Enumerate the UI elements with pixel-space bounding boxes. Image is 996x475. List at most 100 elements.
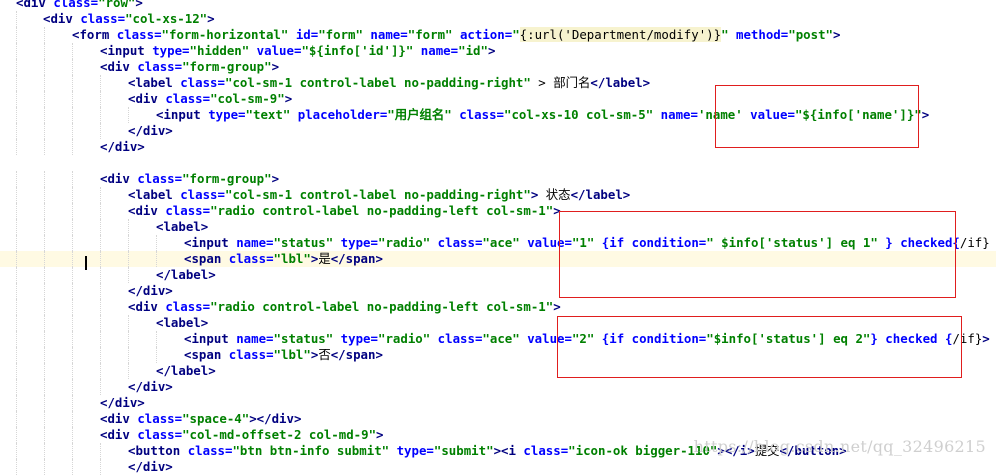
indent-guide bbox=[72, 187, 73, 203]
code-line[interactable]: </label> bbox=[0, 267, 996, 283]
indent-guide bbox=[16, 43, 17, 59]
code-line[interactable]: </div> bbox=[0, 123, 996, 139]
code-token: class= bbox=[523, 443, 569, 458]
code-token: class= bbox=[180, 75, 225, 90]
code-token: } checked{ bbox=[877, 235, 960, 250]
indent-guide bbox=[100, 123, 101, 139]
indent-guide bbox=[44, 443, 45, 459]
indent-guide bbox=[16, 331, 17, 347]
indent-guide bbox=[128, 235, 129, 251]
code-line[interactable]: <div class="col-sm-9"> bbox=[0, 91, 996, 107]
code-token: class= bbox=[53, 0, 99, 10]
indent-guide bbox=[100, 331, 101, 347]
code-token: <label bbox=[128, 187, 181, 202]
code-token: </label> bbox=[590, 75, 651, 90]
code-line[interactable] bbox=[0, 155, 996, 171]
code-line[interactable]: </div> bbox=[0, 459, 996, 475]
code-token: {if condition= bbox=[594, 331, 707, 346]
indent-guide bbox=[44, 235, 45, 251]
indent-guide bbox=[44, 379, 45, 395]
indent-guide bbox=[44, 107, 45, 123]
code-line[interactable]: <form class="form-horizontal" id="form" … bbox=[0, 27, 996, 43]
code-token: "icon-ok bigger-110" bbox=[568, 443, 718, 458]
code-line[interactable]: </div> bbox=[0, 395, 996, 411]
code-line[interactable]: <label> bbox=[0, 219, 996, 235]
indent-guide bbox=[16, 27, 17, 43]
code-line[interactable]: <div class="radio control-label no-paddi… bbox=[0, 299, 996, 315]
code-line[interactable]: <input type="text" placeholder="用户组名" cl… bbox=[0, 107, 996, 123]
code-token: class= bbox=[430, 331, 483, 346]
code-line[interactable]: <label> bbox=[0, 315, 996, 331]
indent-guide bbox=[16, 11, 17, 27]
indent-guide bbox=[128, 347, 129, 363]
indent-guide bbox=[72, 59, 73, 75]
code-token: class= bbox=[116, 27, 162, 42]
code-line[interactable]: </div> bbox=[0, 283, 996, 299]
code-token: "row" bbox=[98, 0, 136, 10]
code-token: class= bbox=[137, 411, 183, 426]
indent-guide bbox=[100, 363, 101, 379]
indent-guide bbox=[44, 283, 45, 299]
code-token: "status" bbox=[273, 235, 334, 250]
indent-guide bbox=[156, 235, 157, 251]
code-line[interactable]: <span class="lbl">否</span> bbox=[0, 347, 996, 363]
code-line[interactable]: <label class="col-sm-1 control-label no-… bbox=[0, 187, 996, 203]
code-token: <div bbox=[100, 59, 138, 74]
indent-guide bbox=[16, 363, 17, 379]
code-line[interactable]: <div class="col-xs-12"> bbox=[0, 11, 996, 27]
code-token: <input bbox=[100, 43, 153, 58]
indent-guide bbox=[128, 107, 129, 123]
code-token: class= bbox=[430, 235, 483, 250]
code-line[interactable]: <div class="col-md-offset-2 col-md-9"> bbox=[0, 427, 996, 443]
indent-guide bbox=[128, 331, 129, 347]
indent-guide bbox=[44, 75, 45, 91]
indent-guide bbox=[16, 235, 17, 251]
code-line[interactable]: </div> bbox=[0, 379, 996, 395]
indent-guide bbox=[44, 331, 45, 347]
code-line[interactable]: <span class="lbl">是</span> bbox=[0, 251, 996, 267]
code-token: "form-group" bbox=[182, 59, 272, 74]
code-token: > bbox=[530, 187, 539, 202]
code-line[interactable]: <input name="status" type="radio" class=… bbox=[0, 235, 996, 251]
code-line[interactable]: <button class="btn btn-info submit" type… bbox=[0, 443, 996, 459]
code-line[interactable]: <div class="form-group"> bbox=[0, 59, 996, 75]
indent-guide bbox=[72, 171, 73, 187]
code-line[interactable]: </label> bbox=[0, 363, 996, 379]
indent-guide bbox=[72, 443, 73, 459]
indent-guide bbox=[72, 427, 73, 443]
code-token: <label> bbox=[156, 315, 209, 330]
indent-guide bbox=[72, 459, 73, 475]
indent-guide bbox=[100, 299, 101, 315]
code-line[interactable]: <div class="row"> bbox=[0, 0, 996, 11]
indent-guide bbox=[100, 443, 101, 459]
indent-guide bbox=[44, 299, 45, 315]
code-token: class= bbox=[228, 251, 274, 266]
code-token: "${info['name']}" bbox=[794, 107, 922, 122]
code-token: class= bbox=[228, 347, 274, 362]
indent-guide bbox=[72, 283, 73, 299]
indent-guide bbox=[72, 379, 73, 395]
code-token: <div bbox=[43, 11, 81, 26]
code-token: action= bbox=[452, 27, 513, 42]
code-line[interactable]: <div class="form-group"> bbox=[0, 171, 996, 187]
code-token: name= bbox=[653, 107, 698, 122]
code-token: > bbox=[271, 59, 280, 74]
indent-guide bbox=[16, 187, 17, 203]
code-line[interactable]: <div class="space-4"></div> bbox=[0, 411, 996, 427]
indent-guide bbox=[100, 91, 101, 107]
indent-guide bbox=[16, 459, 17, 475]
code-line[interactable]: <label class="col-sm-1 control-label no-… bbox=[0, 75, 996, 91]
code-token: type= bbox=[333, 331, 378, 346]
code-line[interactable]: <input name="status" type="radio" class=… bbox=[0, 331, 996, 347]
code-token: class= bbox=[187, 443, 233, 458]
code-token: "radio" bbox=[377, 235, 431, 250]
code-line[interactable]: <input type="hidden" value="${info['id']… bbox=[0, 43, 996, 59]
code-line[interactable]: </div> bbox=[0, 139, 996, 155]
code-token: </label> bbox=[570, 187, 631, 202]
code-token: /if} bbox=[952, 331, 983, 346]
indent-guide bbox=[100, 379, 101, 395]
code-line[interactable]: <div class="radio control-label no-paddi… bbox=[0, 203, 996, 219]
code-token: ></div> bbox=[249, 411, 302, 426]
